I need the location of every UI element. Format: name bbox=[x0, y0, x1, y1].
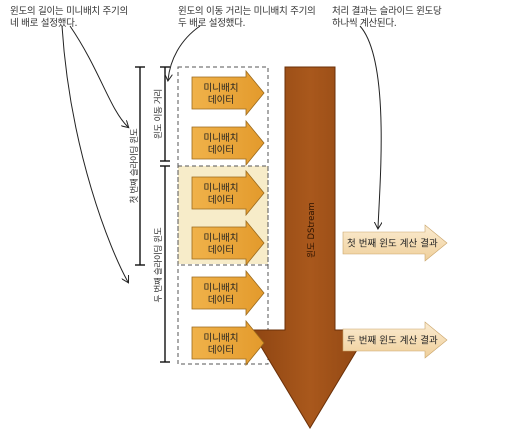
callout-lines bbox=[61, 25, 381, 282]
mini-batch-shape bbox=[191, 219, 265, 267]
slide-interval-note: 윈도의 이동 거리는 미니배치 주기의 두 배로 설정했다. bbox=[178, 6, 318, 30]
window-length-note: 윈도의 길이는 미니배치 주기의 네 배로 설정했다. bbox=[10, 6, 140, 30]
dstream-arrow bbox=[250, 66, 370, 429]
window-result-arrow: 두 번째 윈도 계산 결과 bbox=[342, 321, 448, 359]
mini-batch-label-line1: 미니배치 bbox=[204, 182, 239, 194]
mini-batch-label-line1: 미니배치 bbox=[204, 132, 239, 144]
first-window-label: 첫 번째 슬라이딩 윈도 bbox=[129, 128, 140, 203]
mini-batch-shape bbox=[191, 119, 265, 167]
second-window-box bbox=[177, 165, 269, 365]
mini-batch-label-line2: 데이터 bbox=[208, 95, 234, 106]
window-result-label: 첫 번째 윈도 계산 결과 bbox=[347, 238, 438, 250]
mini-batch-label-line2: 데이터 bbox=[208, 195, 234, 206]
mini-batch-label-line2: 데이터 bbox=[208, 295, 234, 306]
slide-interval-note-line1: 윈도의 이동 거리는 미니배치 주기의 bbox=[178, 6, 316, 17]
result-note: 처리 결과는 슬라이드 윈도당 하나씩 계산된다. bbox=[332, 6, 447, 30]
window-result-label: 두 번째 윈도 계산 결과 bbox=[347, 335, 438, 347]
mini-batch-label-line1: 미니배치 bbox=[204, 232, 239, 244]
second-window-bracket bbox=[160, 165, 170, 363]
window-result-shape bbox=[342, 321, 448, 359]
result-note-line2: 하나씩 계산된다. bbox=[332, 18, 397, 29]
mini-batch-label-line2: 데이터 bbox=[208, 345, 234, 356]
slide-distance-label: 윈도 이동 거리 bbox=[153, 89, 164, 139]
window-length-note-line2: 네 배로 설정했다. bbox=[10, 18, 78, 29]
slide-distance-bracket bbox=[160, 66, 170, 162]
result-arrows: 첫 번째 윈도 계산 결과두 번째 윈도 계산 결과 bbox=[342, 224, 448, 359]
first-window-bracket bbox=[135, 66, 145, 266]
mini-batch-label-line1: 미니배치 bbox=[204, 82, 239, 94]
mini-batch-shape bbox=[191, 269, 265, 317]
mini-batch-shape bbox=[191, 69, 265, 117]
window-length-note-line1: 윈도의 길이는 미니배치 주기의 bbox=[10, 6, 128, 17]
mini-batch-label-line2: 데이터 bbox=[208, 245, 234, 256]
mini-batch-label-line1: 미니배치 bbox=[204, 282, 239, 294]
result-note-line1: 처리 결과는 슬라이드 윈도당 bbox=[332, 6, 442, 17]
dstream-label: 윈도 DStream bbox=[307, 202, 317, 258]
window-result-shape bbox=[342, 224, 448, 262]
window-result-arrow: 첫 번째 윈도 계산 결과 bbox=[342, 224, 448, 262]
slide-interval-note-line2: 두 배로 설정했다. bbox=[178, 18, 246, 29]
batch-arrows: 미니배치데이터미니배치데이터미니배치데이터미니배치데이터미니배치데이터미니배치데… bbox=[191, 69, 265, 367]
mini-batch-label-line2: 데이터 bbox=[208, 145, 234, 156]
mini-batch-shape bbox=[191, 319, 265, 367]
mini-batch-shape bbox=[191, 169, 265, 217]
mini-batch-label-line1: 미니배치 bbox=[204, 332, 239, 344]
second-window-label: 두 번째 슬라이딩 윈도 bbox=[153, 227, 164, 302]
